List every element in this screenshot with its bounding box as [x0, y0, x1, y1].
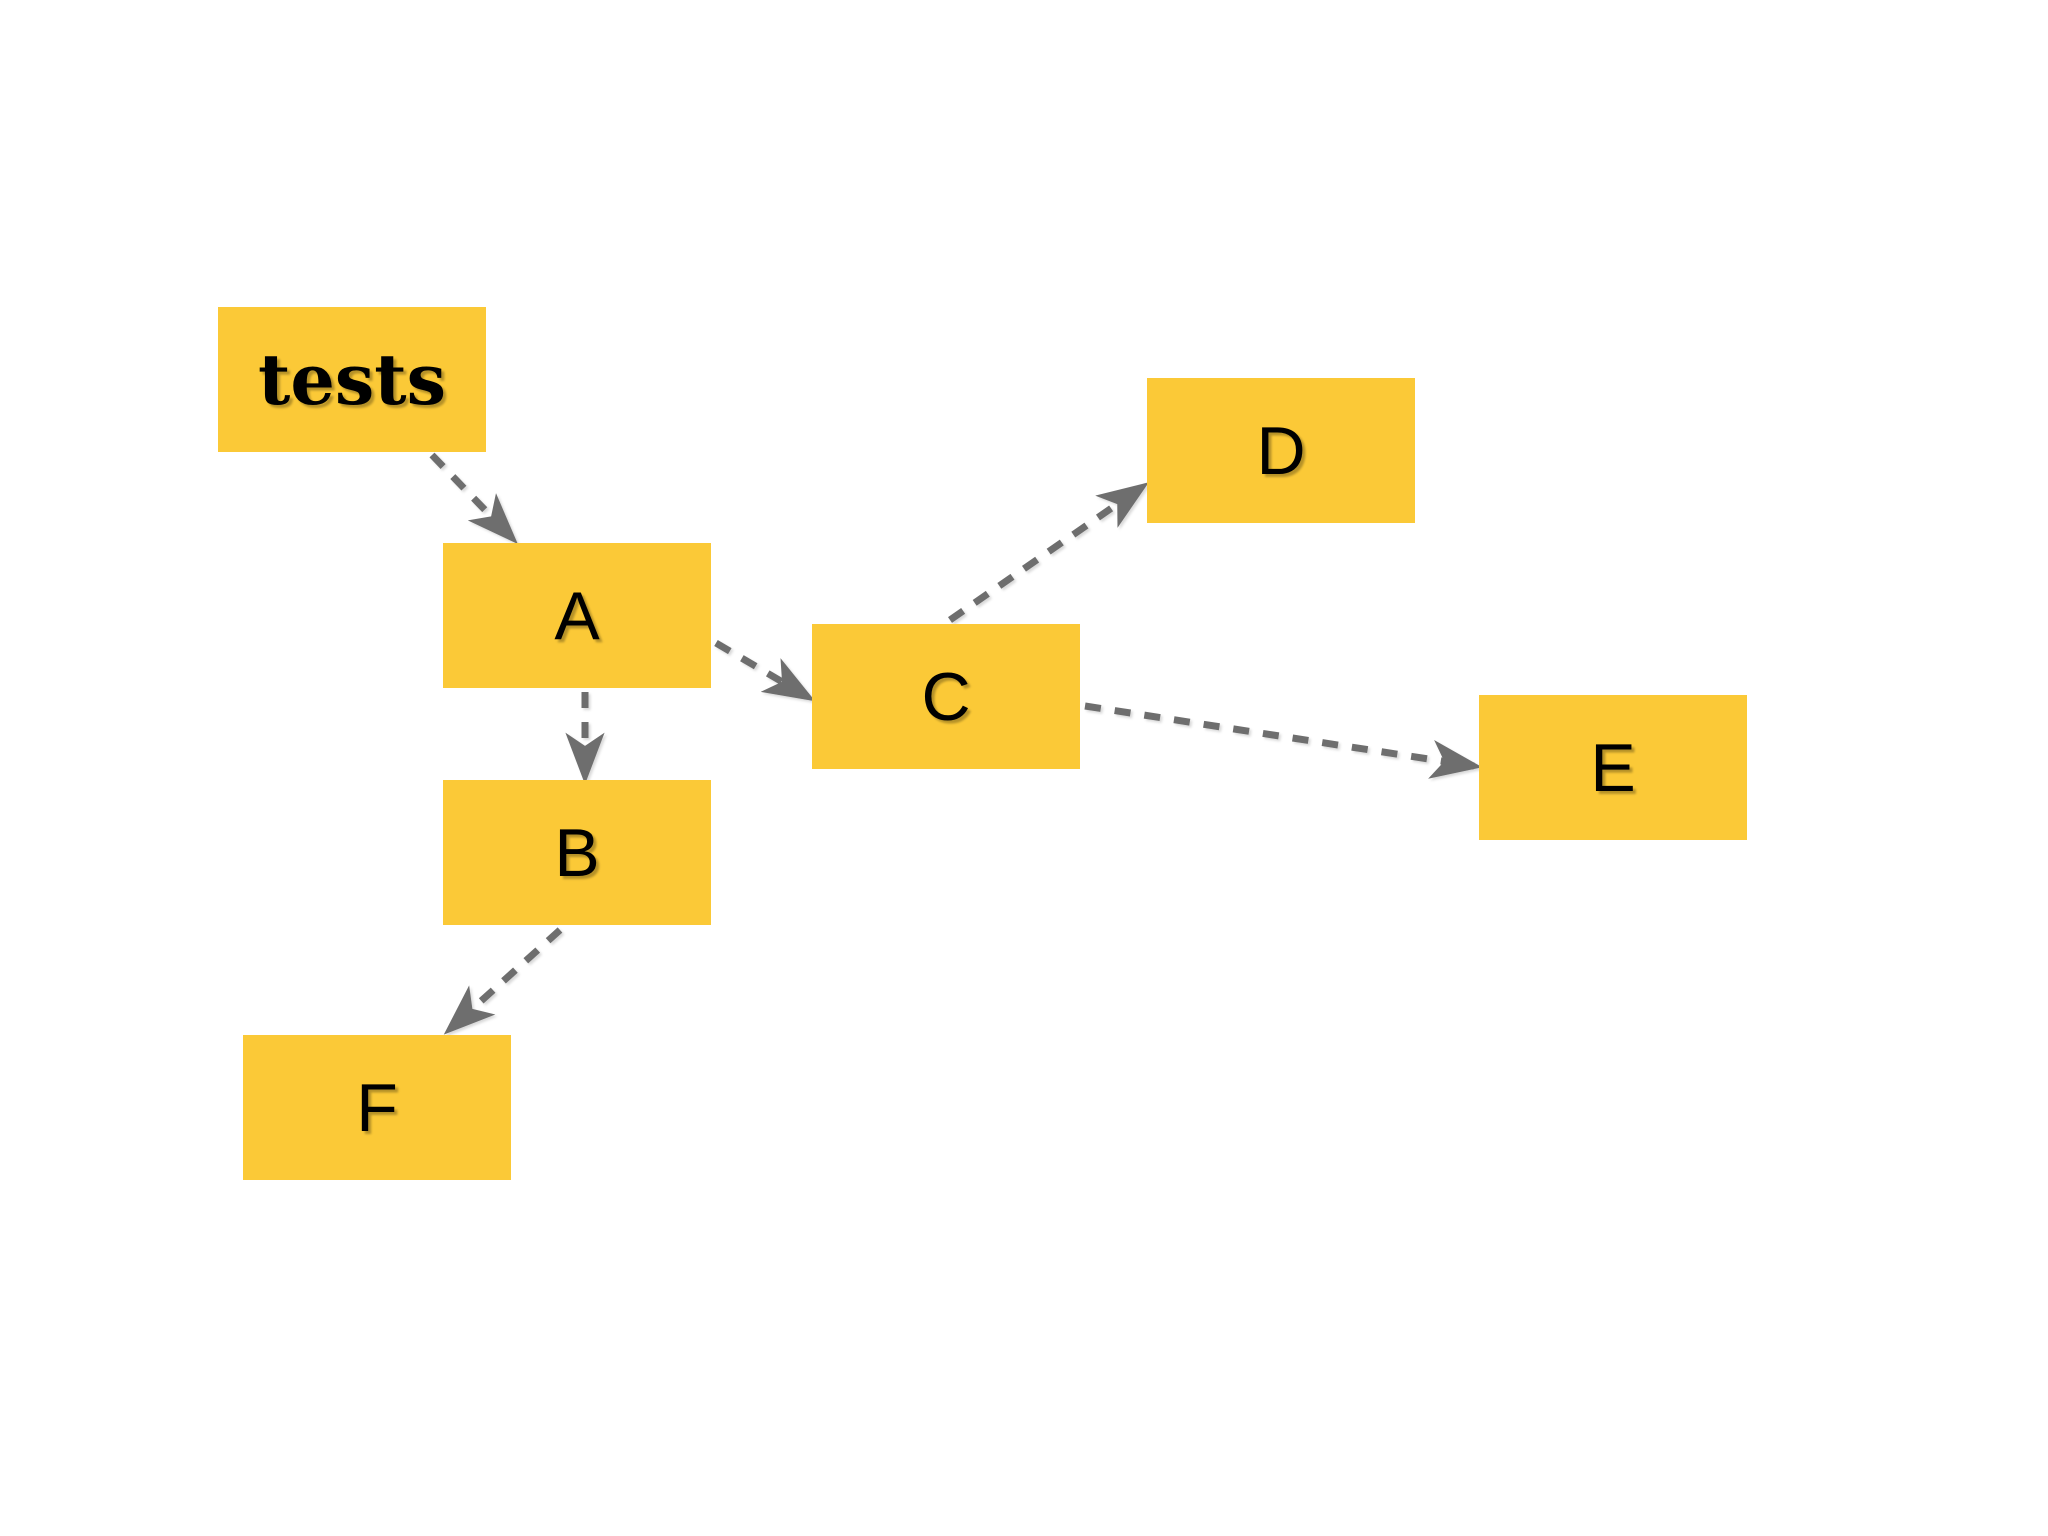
edge-B-F [443, 927, 563, 1035]
node-d[interactable]: D [1147, 378, 1415, 523]
node-label-a: A [554, 577, 600, 654]
node-label-tests: tests [257, 337, 447, 421]
node-b[interactable]: B [443, 780, 711, 925]
edge-tests-A [429, 452, 518, 545]
node-label-d: D [1256, 412, 1306, 489]
node-e[interactable]: E [1479, 695, 1747, 840]
node-label-e: E [1590, 729, 1636, 806]
node-tests[interactable]: tests [218, 307, 486, 452]
edge-C-E [1084, 702, 1483, 779]
node-label-b: B [554, 814, 600, 891]
node-a[interactable]: A [443, 543, 711, 688]
node-label-f: F [356, 1069, 398, 1146]
node-f[interactable]: F [243, 1035, 511, 1180]
node-c[interactable]: C [812, 624, 1080, 769]
edge-A-C [714, 639, 816, 702]
edge-C-D [948, 482, 1149, 623]
node-label-c: C [921, 658, 971, 735]
